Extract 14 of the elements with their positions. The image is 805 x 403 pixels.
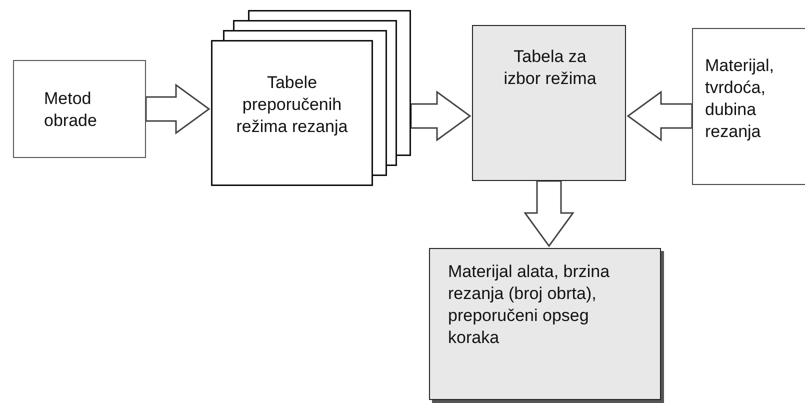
box-text: Tabela za izbor režima	[502, 46, 598, 90]
process-box	[13, 60, 146, 158]
stacked-table-boxes	[211, 10, 411, 187]
block-arrow	[410, 90, 472, 142]
block-arrow	[524, 180, 574, 248]
block-arrow	[626, 90, 693, 142]
box-text: Metod obrade	[44, 88, 98, 132]
box-text: Tabele preporučenih režima rezanja	[235, 72, 349, 138]
block-arrow	[145, 84, 210, 134]
input-box	[692, 28, 805, 185]
process-box	[472, 25, 626, 181]
box-text: Materijal alata, brzina rezanja (broj obrta), preporučeni opseg koraka	[448, 261, 611, 349]
output-box	[429, 248, 661, 400]
box-text: Materijal, tvrdoća, dubina rezanja	[705, 55, 775, 143]
